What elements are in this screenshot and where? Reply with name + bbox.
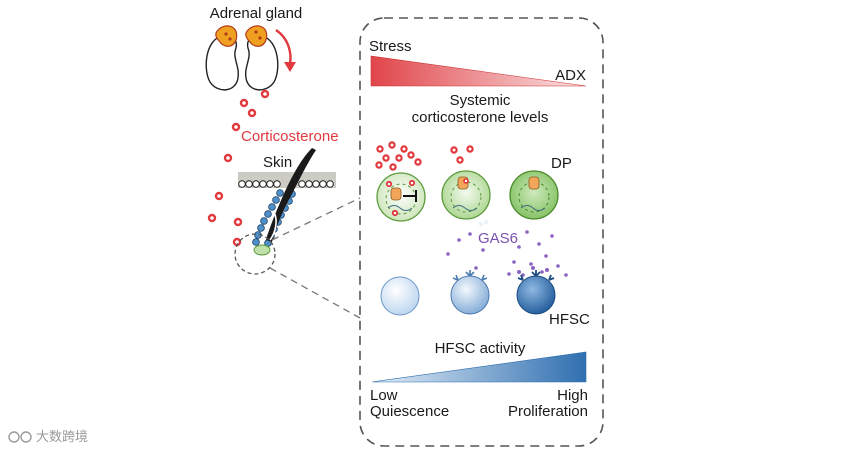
hfsc-intermediate bbox=[450, 270, 490, 315]
watermark-text: 大数跨境 bbox=[36, 429, 89, 444]
adrenal-gland-label: Adrenal gland bbox=[209, 5, 303, 22]
stress-gradient-triangle bbox=[370, 55, 587, 87]
dp-cell-medium-corticosterone bbox=[441, 170, 491, 226]
stress-label: Stress bbox=[369, 38, 412, 55]
dp-cell-high-corticosterone bbox=[376, 172, 426, 222]
adrenal-gland-illustration bbox=[205, 25, 279, 91]
watermark-logo-icon bbox=[8, 431, 32, 443]
hfsc-proliferating bbox=[516, 266, 556, 315]
dp-cell-low-corticosterone bbox=[509, 170, 559, 220]
hfsc-activity-label: HFSC activity bbox=[434, 340, 526, 357]
corticosterone-molecules bbox=[207, 89, 270, 247]
adx-label: ADX bbox=[555, 67, 586, 84]
hfsc-activity-gradient-triangle bbox=[371, 351, 587, 383]
hair-follicle-illustration bbox=[234, 148, 336, 275]
corticosterone-label: Corticosterone bbox=[241, 128, 339, 145]
dp-label: DP bbox=[551, 155, 572, 172]
hfsc-label: HFSC bbox=[549, 311, 590, 328]
systemic-label-line1: Systemic bbox=[449, 92, 511, 109]
proliferation-label: Proliferation bbox=[507, 403, 588, 420]
high-label: High bbox=[557, 387, 588, 404]
low-label: Low bbox=[370, 387, 398, 404]
zoom-lines bbox=[269, 197, 361, 319]
skin-label: Skin bbox=[263, 154, 293, 171]
zoom-panel bbox=[359, 17, 604, 447]
panel-corticosterone-molecules bbox=[375, 141, 474, 171]
secretion-arrow bbox=[275, 29, 296, 72]
gas6-label: GAS6 bbox=[478, 230, 519, 247]
systemic-label-line2: corticosterone levels bbox=[411, 109, 549, 126]
quiescence-label: Quiescence bbox=[370, 403, 450, 420]
hfsc-quiescent bbox=[380, 276, 420, 316]
